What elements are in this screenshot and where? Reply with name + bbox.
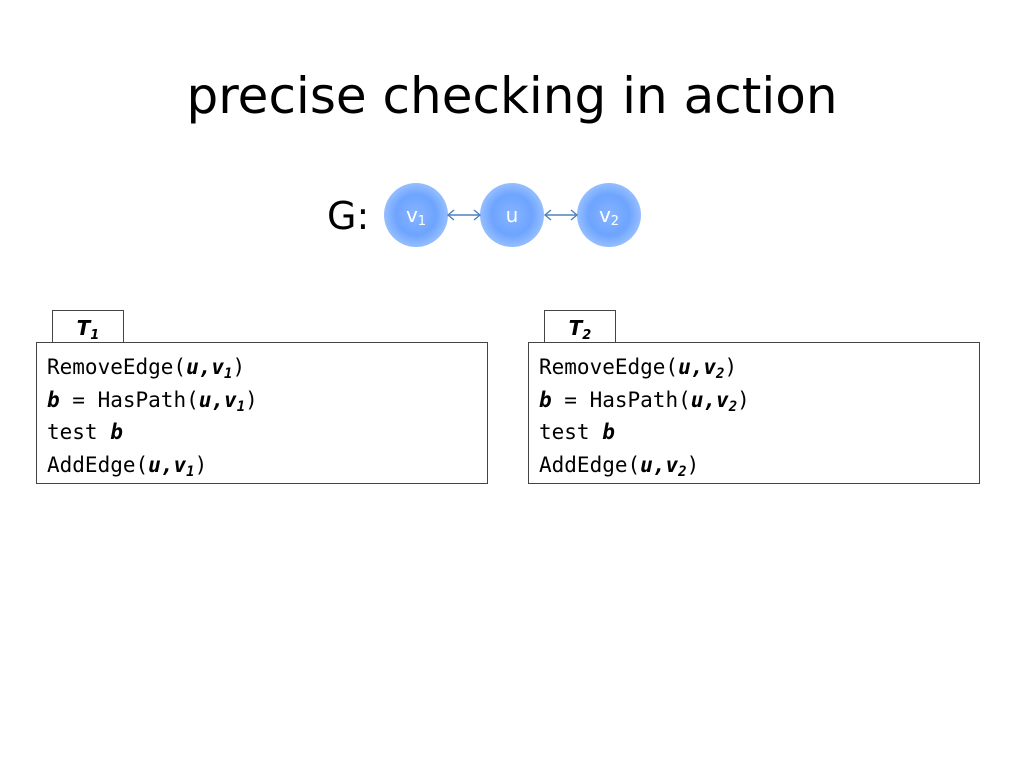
thread-tab-t2: T2 [544, 310, 616, 342]
tab-t2-subscript: 2 [582, 328, 592, 343]
node-v1-subscript: 1 [417, 214, 427, 229]
graph-node-v2: v2 [577, 183, 641, 247]
code-line-add-edge: AddEdge(u,v2) [539, 452, 700, 480]
code-line-add-edge: AddEdge(u,v1) [47, 452, 208, 480]
edge-u-v2-arrow [543, 209, 579, 221]
code-box-t1: RemoveEdge(u,v1) b = HasPath(u,v1) test … [36, 342, 488, 484]
edge-v1-u-arrow [446, 209, 482, 221]
graph-node-u: u [480, 183, 544, 247]
graph-node-v1: v1 [384, 183, 448, 247]
slide-title: precise checking in action [186, 67, 838, 125]
node-v1-label: v [405, 203, 418, 227]
code-line-has-path: b = HasPath(u,v1) [47, 387, 258, 415]
thread-tab-t1: T1 [52, 310, 124, 342]
tab-t1-subscript: 1 [90, 328, 100, 343]
code-box-t2: RemoveEdge(u,v2) b = HasPath(u,v2) test … [528, 342, 980, 484]
node-v2-label: v [598, 203, 611, 227]
code-line-remove-edge: RemoveEdge(u,v2) [539, 355, 738, 382]
graph-label: G: [327, 194, 370, 238]
code-line-test: test b [539, 420, 615, 444]
node-u-label: u [505, 203, 519, 227]
node-v2-subscript: 2 [610, 214, 620, 229]
tab-t1-name: T [76, 316, 91, 340]
code-line-remove-edge: RemoveEdge(u,v1) [47, 355, 246, 382]
code-line-test: test b [47, 420, 123, 444]
tab-t2-name: T [568, 316, 583, 340]
code-line-has-path: b = HasPath(u,v2) [539, 387, 750, 415]
